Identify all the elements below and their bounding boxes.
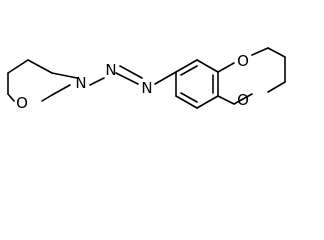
bond-n-aryl <box>154 71 177 85</box>
atom-n-azo-1: N <box>105 61 116 79</box>
bond-benz-inner-3 <box>180 92 198 103</box>
atom-n-azo-2: N <box>141 79 152 97</box>
bond-morph-2 <box>7 59 29 74</box>
bond-morph-5 <box>41 94 53 102</box>
bond-morph-6 <box>51 84 71 96</box>
structure-canvas: O N N N O O <box>7 47 286 112</box>
bond-benz-5 <box>175 95 198 109</box>
bond-n-n <box>89 77 105 86</box>
bond-diox-3 <box>267 47 286 58</box>
bond-benz-inner-1 <box>180 65 198 76</box>
bond-diox-5 <box>267 81 286 93</box>
atom-n-morpholine: N <box>75 74 86 92</box>
bond-azo-b <box>119 65 143 79</box>
bond-diox-7 <box>217 95 235 105</box>
bond-benz-1 <box>175 59 198 73</box>
bond-morph-1 <box>27 59 53 74</box>
atom-o-dioxane-bottom: O <box>237 91 249 109</box>
bond-benz-4 <box>196 95 219 109</box>
bond-azo-a <box>115 72 139 85</box>
bond-diox-6 <box>233 93 253 105</box>
bond-diox-2 <box>251 47 269 56</box>
atom-o-dioxane-top: O <box>237 52 249 70</box>
bond-benz-2 <box>196 59 219 73</box>
bond-morph-7 <box>51 72 78 79</box>
atom-o-morpholine: O <box>16 94 28 112</box>
bond-diox-1 <box>217 62 235 73</box>
molecule-structure: O N N N O O <box>7 47 286 112</box>
bond-morph-4 <box>7 93 15 102</box>
